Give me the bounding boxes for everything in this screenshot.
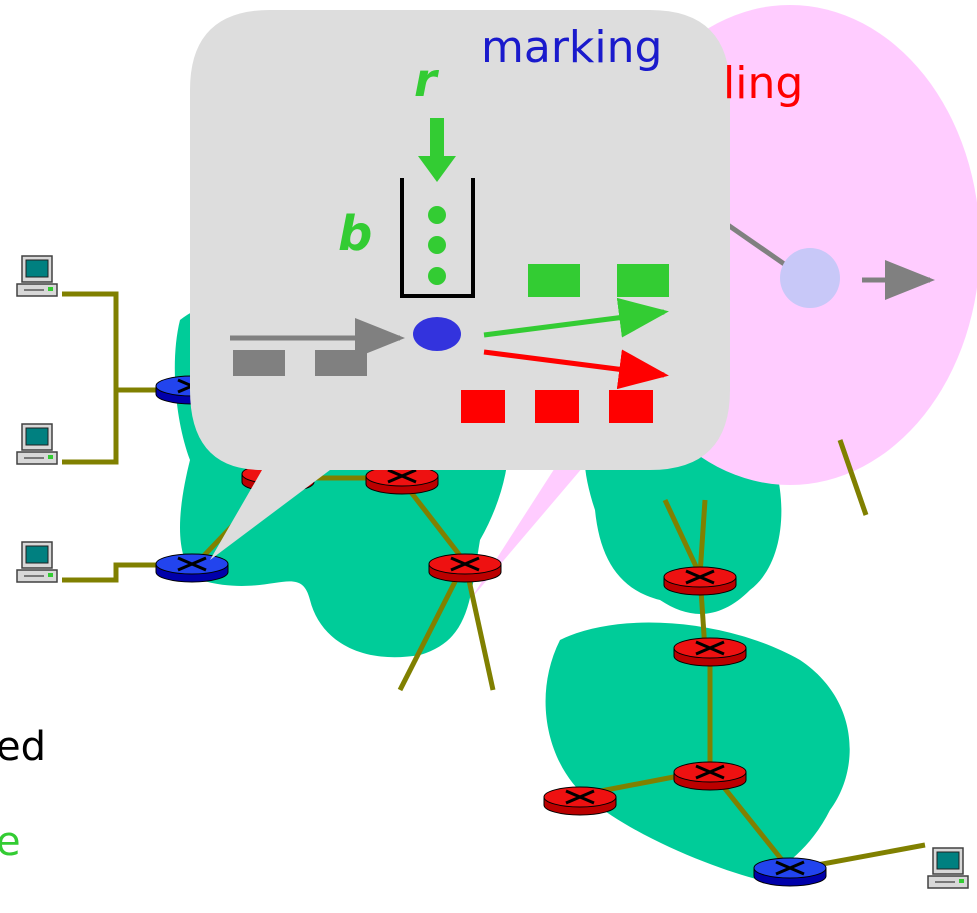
computer-host-icon[interactable] [16, 423, 58, 465]
core-router-icon[interactable] [542, 785, 618, 817]
out-profile-packet [609, 390, 653, 423]
out-profile-arrow [483, 349, 669, 390]
cut-text-bottom: e [0, 819, 21, 865]
incoming-packet [233, 350, 285, 376]
marker-node [413, 317, 461, 351]
rate-symbol: r [414, 53, 440, 107]
core-router-icon[interactable] [672, 636, 748, 668]
marking-label: marking [481, 22, 662, 73]
computer-host-icon[interactable] [16, 541, 58, 583]
scheduling-label: ling [723, 58, 803, 109]
bucket-symbol: b [338, 206, 372, 262]
edge-router-icon[interactable] [752, 856, 828, 888]
core-router-icon[interactable] [427, 552, 503, 584]
core-router-icon[interactable] [364, 464, 440, 496]
computer-host-icon[interactable] [16, 255, 58, 297]
scheduler-input-line [726, 222, 792, 271]
core-router-icon[interactable] [662, 565, 738, 597]
edge-router-icon[interactable] [154, 552, 230, 584]
out-profile-packet [461, 390, 505, 423]
token-bucket [400, 178, 475, 298]
core-router-icon[interactable] [672, 760, 748, 792]
network-cloud-bottom [545, 622, 850, 880]
scheduler-node [780, 248, 840, 308]
computer-host-icon[interactable] [927, 847, 969, 889]
out-profile-packet [535, 390, 579, 423]
in-profile-packet [617, 264, 669, 297]
marking-bubble [190, 10, 730, 560]
in-profile-arrow [483, 297, 669, 338]
in-profile-packet [528, 264, 580, 297]
incoming-packet [315, 350, 367, 376]
token-rate-arrow [418, 118, 456, 182]
cut-text-left: ed [0, 724, 46, 770]
